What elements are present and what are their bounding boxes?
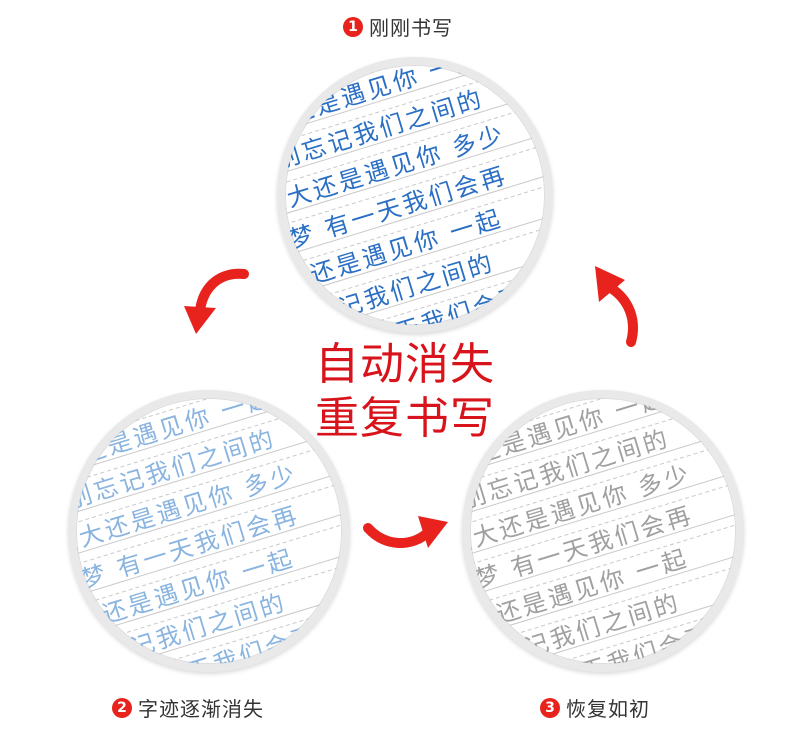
- rule-line: [470, 398, 736, 511]
- step-3-number: 3: [540, 697, 560, 718]
- step-2-number: 2: [112, 697, 132, 718]
- step-2-label: 2 字迹逐渐消失: [112, 693, 264, 722]
- rule-line: [76, 566, 342, 664]
- slogan: 自动消失 重复书写: [305, 338, 505, 446]
- curved-arrow-left-icon: [184, 268, 249, 334]
- curved-arrow-right-icon: [363, 516, 448, 549]
- rule-line: [470, 423, 736, 549]
- rule-line: [285, 65, 545, 162]
- rule-line: [76, 461, 342, 588]
- step-1-text: 刚刚书写: [369, 16, 453, 40]
- step-3-label: 3 恢复如初: [540, 693, 650, 722]
- step-1-number: 1: [343, 16, 363, 37]
- curved-arrow-up-icon: [595, 266, 638, 347]
- rule-line: [285, 228, 545, 325]
- rule-line: [76, 423, 342, 549]
- rule-line: [76, 398, 342, 473]
- rule-line: [470, 461, 736, 588]
- slogan-line-2: 重复书写: [315, 393, 495, 444]
- step-1-label: 1 刚刚书写: [343, 12, 453, 41]
- rule-line: [470, 566, 736, 664]
- rule-line: [285, 123, 545, 248]
- rule-line: [470, 576, 736, 664]
- rule-line: [470, 398, 736, 501]
- rule-line: [76, 398, 342, 511]
- step-2-text: 字迹逐渐消失: [138, 697, 264, 721]
- rule-line: [470, 398, 736, 473]
- step-3-text: 恢复如初: [566, 697, 650, 721]
- slogan-line-1: 自动消失: [315, 339, 495, 390]
- rule-line: [76, 398, 342, 501]
- rule-line: [285, 238, 545, 325]
- rule-line: [76, 576, 342, 664]
